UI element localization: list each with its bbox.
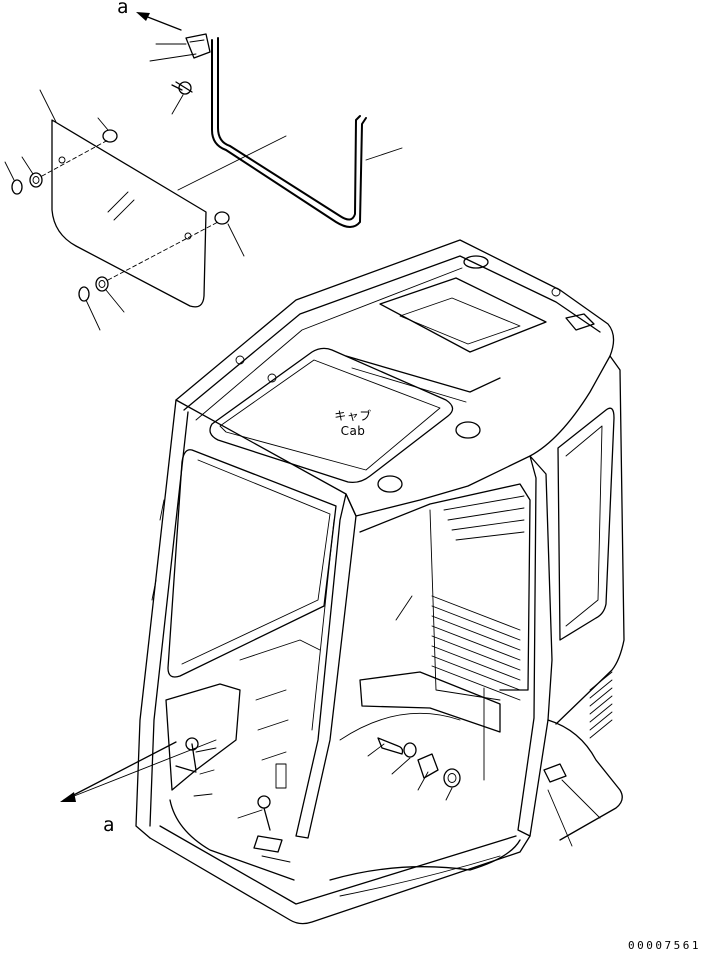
leader-glass-fitting [97,117,109,131]
leader-center-2 [261,855,291,863]
view-letter-bottom: a [103,814,115,836]
clip-part [185,33,211,59]
cab-label-japanese: キャブ [334,409,372,423]
leader-bolt [367,743,385,757]
document-number: 00007561 [628,939,701,952]
bolt-center [253,795,283,853]
leader-bolt-left [195,747,217,753]
leader-nut [445,787,453,801]
bolt-left [175,737,199,773]
leader-interior [395,595,413,621]
leader-rod [365,147,403,161]
leader-washer [391,757,411,775]
view-letter-top: a [117,0,129,18]
cab-label-english: Cab [340,424,366,438]
glass-fittings [11,129,230,302]
leader-washer-left [21,156,34,175]
leader-bracket [561,779,601,819]
view-arrow-top [136,12,182,31]
cab-label: キャブ Cab [328,410,378,437]
bolt-right [377,737,461,788]
cab-roof [175,239,615,517]
leader-fitting-right [227,223,245,257]
leader-cap-low [85,299,101,331]
leader-clip-floor [417,771,429,791]
leader-left-2 [199,769,215,775]
leader-washer-low [105,289,125,313]
leader-glass [39,89,57,123]
leader-clip-2 [149,53,197,62]
screw-part [171,81,193,95]
glass-panel [51,119,207,308]
handrail-rod [211,37,367,228]
cab-body [135,355,625,925]
leader-bolt-center [237,809,263,819]
leader-cap-left [4,161,15,181]
leader-left-3 [193,793,213,797]
leader-rod-2 [177,135,287,191]
view-arrow-bottom [60,739,217,802]
leader-screw [171,94,184,115]
bracket-right [543,763,567,783]
leader-bracket-2 [547,789,573,847]
